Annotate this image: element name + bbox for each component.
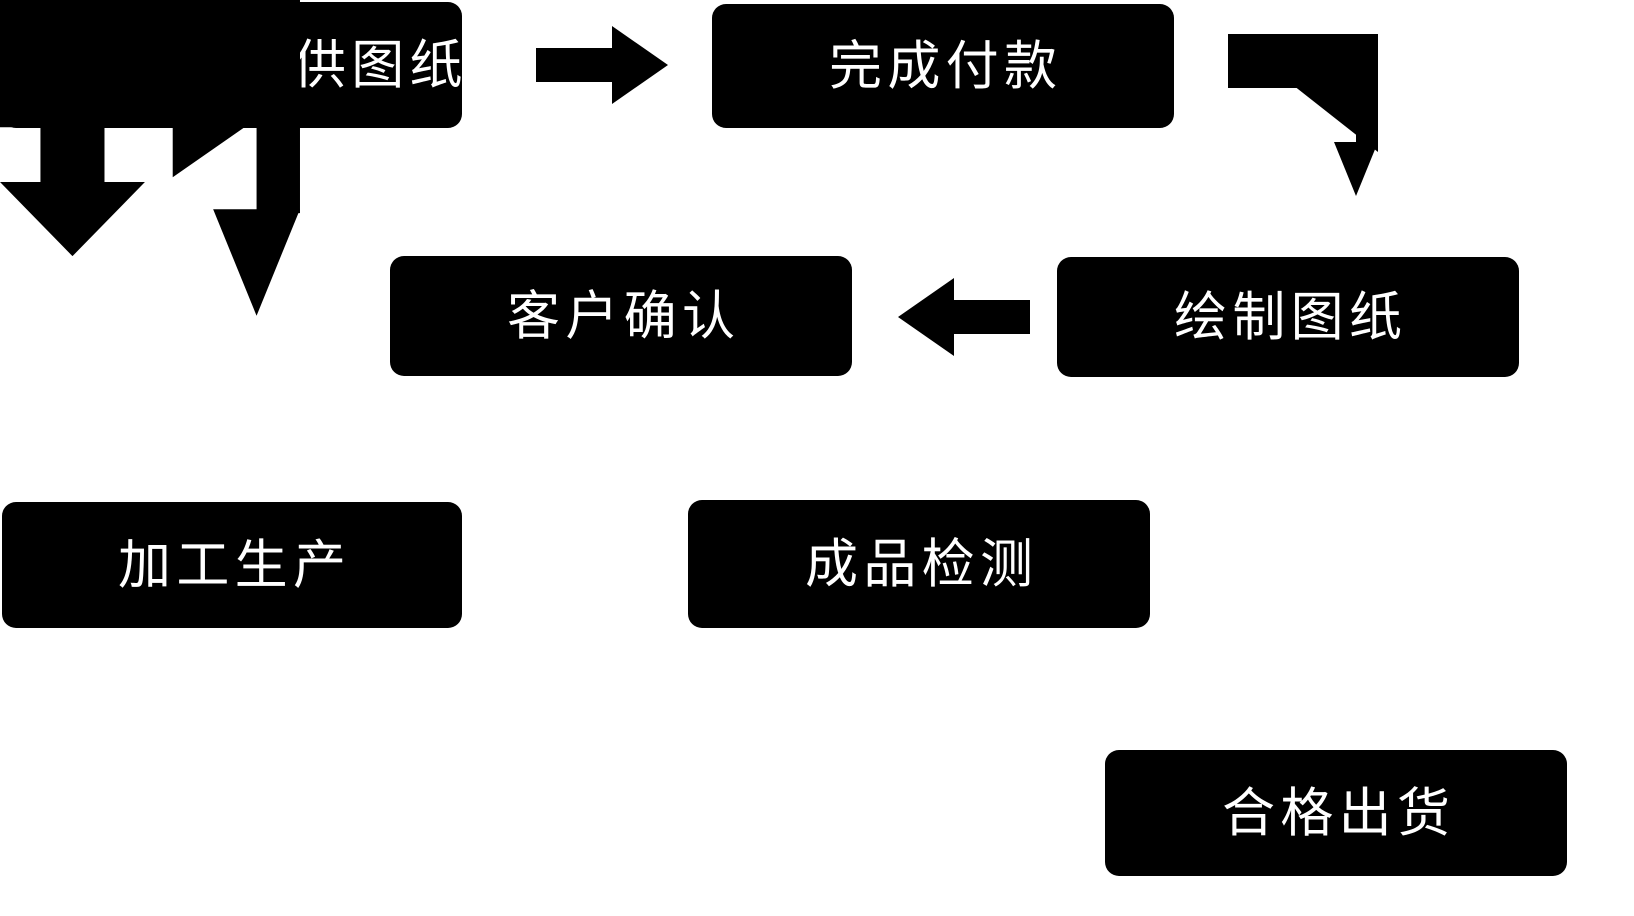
flow-node-drawing-label: 绘制图纸 [1174,287,1408,347]
arrow-right-icon [536,26,668,104]
arrow-elbow-right-down-icon [1228,34,1378,196]
flow-node-payment-label: 完成付款 [829,36,1063,96]
flow-node-production-label: 加工生产 [118,535,352,595]
flow-node-shipping[interactable]: 合格出货 [1105,750,1567,876]
arrow-left-icon [898,278,1030,356]
flow-node-inspection-label: 成品检测 [805,534,1039,594]
flow-node-shipping-label: 合格出货 [1222,783,1456,843]
flow-node-drawing[interactable]: 绘制图纸 [1057,257,1519,377]
flow-node-inspection[interactable]: 成品检测 [688,500,1150,628]
flow-node-customer-confirm-label: 客户确认 [507,286,741,346]
flow-node-production[interactable]: 加工生产 [2,502,462,628]
arrow-elbow-right-down-icon [0,0,300,316]
flow-node-payment[interactable]: 完成付款 [712,4,1174,128]
flow-node-customer-confirm[interactable]: 客户确认 [390,256,852,376]
